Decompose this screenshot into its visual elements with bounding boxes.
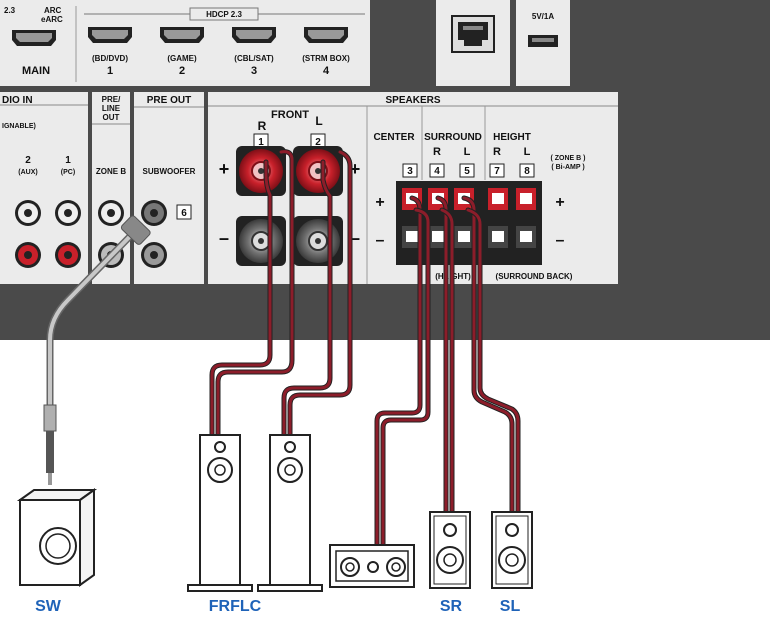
hdmi-input-1-name: (BD/DVD) — [92, 54, 128, 63]
surround-title: SURROUND — [424, 132, 482, 143]
surround-right-speaker-icon — [429, 511, 471, 589]
subwoofer-badge-num: 6 — [181, 208, 187, 219]
hdmi-input-2-name: (GAME) — [167, 54, 197, 63]
hdcp-label: HDCP 2.3 — [206, 10, 242, 19]
lan-port[interactable] — [451, 15, 495, 53]
audio-in-1-white-jack[interactable] — [55, 200, 81, 226]
pre-out-gray-jack[interactable] — [141, 242, 167, 268]
audio-in-1-red-jack[interactable] — [55, 242, 81, 268]
subwoofer-jack[interactable] — [141, 200, 167, 226]
pre-line-out-line-2: LINE — [102, 104, 121, 113]
audio-in-2-white-jack[interactable] — [15, 200, 41, 226]
hdmi-main-port[interactable] — [12, 30, 56, 46]
sr-label: SR — [440, 598, 463, 615]
strip-plus-left: + — [375, 194, 384, 211]
usb-label: 5V/1A — [532, 12, 554, 21]
audio-in-1-num: 1 — [65, 155, 71, 166]
pre-line-out-line-1: PRE/ — [102, 95, 121, 104]
front-l-plus-post[interactable] — [293, 146, 343, 196]
front-minus-left: – — [219, 228, 229, 248]
hdmi-input-3-name: (CBL/SAT) — [234, 54, 274, 63]
hdmi-input-4-name: (STRM BOX) — [302, 54, 350, 63]
surround-l-label: L — [464, 146, 471, 158]
front-l-label: L — [315, 114, 322, 128]
hdmi-cut-label: 2.3 — [4, 6, 16, 15]
front-l-minus-post[interactable] — [293, 216, 343, 266]
sw-label: SW — [35, 598, 62, 615]
height-r-num: 7 — [494, 166, 500, 177]
usb-port[interactable] — [528, 35, 558, 47]
height-biamp-note: ( Bi-AMP ) — [551, 164, 584, 171]
front-r-num: 1 — [258, 137, 264, 148]
speakers-title: SPEAKERS — [385, 95, 440, 106]
subwoofer-icon — [16, 488, 98, 587]
hdmi-input-4-port[interactable] — [304, 27, 348, 43]
height-l-label: L — [524, 146, 531, 158]
hdmi-input-1-port[interactable] — [88, 27, 132, 43]
height-r-minus-terminal[interactable] — [488, 226, 508, 248]
audio-in-title: DIO IN — [2, 95, 33, 106]
center-minus-terminal[interactable] — [402, 226, 422, 248]
subwoofer-label: SUBWOOFER — [143, 167, 196, 176]
audio-in-1-name: (PC) — [61, 169, 75, 176]
hdmi-input-1-num: 1 — [107, 65, 113, 77]
center-speaker-icon — [329, 544, 415, 588]
pre-line-out-line-3: OUT — [103, 113, 120, 122]
surround-l-num: 5 — [464, 166, 470, 177]
hdmi-input-2-port[interactable] — [160, 27, 204, 43]
height-l-minus-terminal[interactable] — [516, 226, 536, 248]
surround-r-num: 4 — [434, 166, 440, 177]
speaker-cables — [209, 149, 521, 548]
height-l-num: 8 — [524, 166, 530, 177]
hdmi-input-3-port[interactable] — [232, 27, 276, 43]
hdmi-input-2-num: 2 — [179, 65, 185, 77]
surround-left-speaker-icon — [491, 511, 533, 589]
strip-minus-left: – — [376, 232, 385, 249]
front-right-speaker-icon — [187, 434, 253, 592]
front-r-plus-post[interactable] — [236, 146, 286, 196]
height-l-plus-terminal[interactable] — [516, 188, 536, 210]
front-minus-right: – — [350, 228, 360, 248]
pre-out-title: PRE OUT — [147, 95, 191, 106]
strip-minus-right: – — [556, 232, 565, 249]
front-r-minus-post[interactable] — [236, 216, 286, 266]
strip-plus-right: + — [555, 194, 564, 211]
center-num: 3 — [407, 166, 413, 177]
front-title: FRONT — [271, 109, 309, 121]
hdmi-input-4-num: 4 — [323, 65, 330, 77]
sl-label: SL — [500, 598, 521, 615]
subwoofer-badge — [176, 204, 192, 220]
hdmi-input-3-num: 3 — [251, 65, 257, 77]
surround-r-label: R — [433, 146, 441, 158]
front-left-speaker-icon — [257, 434, 323, 592]
arc-label: ARC — [44, 6, 62, 15]
height-r-label: R — [493, 146, 501, 158]
subwoofer-cable — [43, 215, 151, 485]
surround-r-minus-terminal[interactable] — [428, 226, 448, 248]
center-title: CENTER — [373, 132, 415, 143]
surround-back-note: (SURROUND BACK) — [496, 272, 573, 281]
surround-l-minus-terminal[interactable] — [454, 226, 474, 248]
earc-label: eARC — [41, 15, 63, 24]
audio-in-2-name: (AUX) — [18, 169, 37, 176]
audio-in-2-red-jack[interactable] — [15, 242, 41, 268]
front-plus-right: + — [350, 159, 361, 179]
height-zone-note: ( ZONE B ) — [551, 155, 586, 162]
zone-b-label: ZONE B — [96, 167, 126, 176]
zone-b-white-jack[interactable] — [98, 200, 124, 226]
audio-in-2-num: 2 — [25, 155, 31, 166]
hdmi-main-label: MAIN — [22, 65, 50, 77]
height-title: HEIGHT — [493, 132, 531, 143]
audio-in-sub: IGNABLE) — [2, 123, 36, 130]
front-plus-left: + — [219, 159, 230, 179]
front-r-label: R — [258, 119, 267, 133]
front-speakers-label: FRFLC — [209, 598, 262, 615]
front-l-num: 2 — [315, 137, 321, 148]
height-r-plus-terminal[interactable] — [488, 188, 508, 210]
